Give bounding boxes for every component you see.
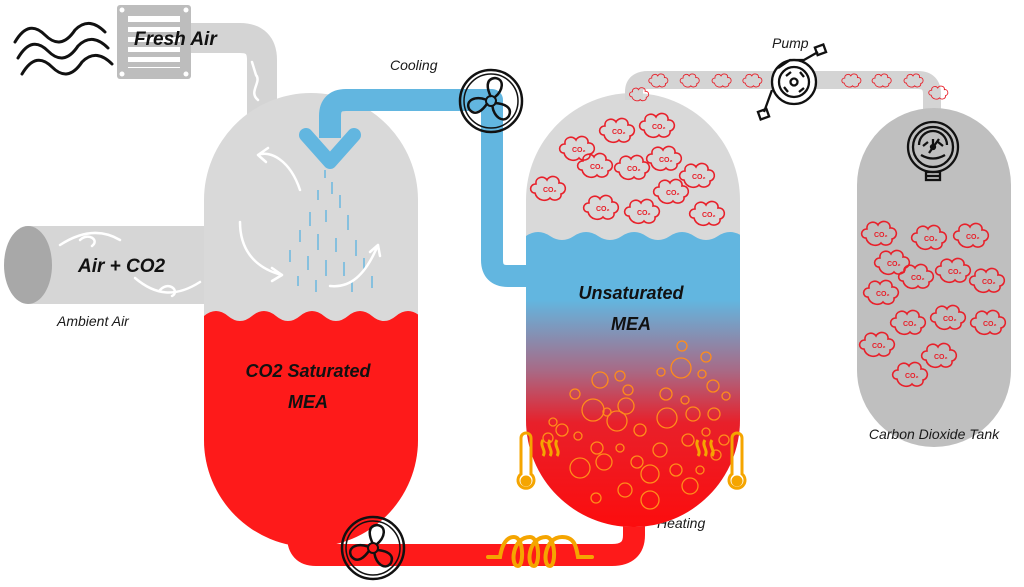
unsaturated-mea-label-2: MEA — [611, 314, 651, 334]
co2-label: CO₂ — [692, 174, 706, 181]
co2-label: CO₂ — [911, 275, 925, 282]
absorber-vessel — [204, 93, 418, 547]
swirl-arrow-fresh — [250, 60, 260, 102]
co2-label: CO₂ — [874, 232, 888, 239]
swirl-arrows-inlet — [58, 231, 202, 298]
vent-grille-icon — [117, 5, 191, 79]
co2-label: CO₂ — [872, 343, 886, 350]
co2-label: CO₂ — [652, 124, 666, 131]
cooling-fan-icon — [458, 68, 524, 134]
saturated-mea-label-1: CO2 Saturated — [245, 361, 371, 381]
cooling-label: Cooling — [390, 57, 438, 73]
co2-label: CO₂ — [943, 316, 957, 323]
co2-label: CO₂ — [887, 261, 901, 268]
co2-cloud-labels-tank: CO₂ CO₂ CO₂ CO₂ CO₂ CO₂ CO₂ CO₂ CO₂ CO₂ … — [872, 232, 997, 380]
co2-cloud-labels-stripper: CO₂ CO₂ CO₂ CO₂ CO₂ CO₂ CO₂ CO₂ CO₂ CO₂ … — [543, 124, 716, 219]
co2-label: CO₂ — [982, 279, 996, 286]
co2-label: CO₂ — [590, 164, 604, 171]
co2-label: CO₂ — [876, 291, 890, 298]
swirl-arrows-absorber — [238, 146, 382, 288]
co2-label: CO₂ — [966, 234, 980, 241]
cooling-down-arrow — [299, 128, 361, 169]
co2-label: CO₂ — [948, 269, 962, 276]
heat-bubbles — [542, 340, 731, 510]
unsaturated-mea-label-1: Unsaturated — [578, 283, 684, 303]
tank-label: Carbon Dioxide Tank — [869, 426, 1000, 442]
co2-label: CO₂ — [983, 321, 997, 328]
air-co2-label: Air + CO2 — [77, 256, 166, 277]
saturated-mea-label-2: MEA — [288, 392, 328, 412]
co2-label: CO₂ — [666, 190, 680, 197]
co2-label: CO₂ — [659, 157, 673, 164]
co2-label: CO₂ — [572, 147, 586, 154]
thermometer-icon-left — [516, 431, 560, 490]
fresh-air-label: Fresh Air — [134, 29, 218, 50]
co2-label: CO₂ — [934, 354, 948, 361]
cooling-pipe — [319, 89, 530, 287]
fresh-air-pipe — [160, 23, 277, 120]
return-pipe — [287, 500, 645, 566]
return-fan-icon — [340, 515, 406, 581]
coil-heater-icon — [486, 534, 594, 569]
co2-label: CO₂ — [543, 187, 557, 194]
pump-icon — [756, 43, 828, 121]
spray-droplets — [289, 170, 373, 292]
co2-label: CO₂ — [637, 210, 651, 217]
co2-label: CO₂ — [905, 373, 919, 380]
co2-label: CO₂ — [702, 212, 716, 219]
co2-label: CO₂ — [924, 236, 938, 243]
ambient-air-inlet-pipe — [4, 226, 218, 304]
co2-label: CO₂ — [903, 321, 917, 328]
pump-label: Pump — [772, 35, 809, 51]
thermometer-icon-right — [695, 431, 747, 490]
gauge-icon — [906, 120, 960, 182]
co2-label: CO₂ — [627, 166, 641, 173]
wind-waves-icon — [13, 22, 114, 76]
co2-label: CO₂ — [596, 206, 610, 213]
ambient-air-label: Ambient Air — [56, 313, 130, 329]
co2-label: CO₂ — [612, 129, 626, 136]
